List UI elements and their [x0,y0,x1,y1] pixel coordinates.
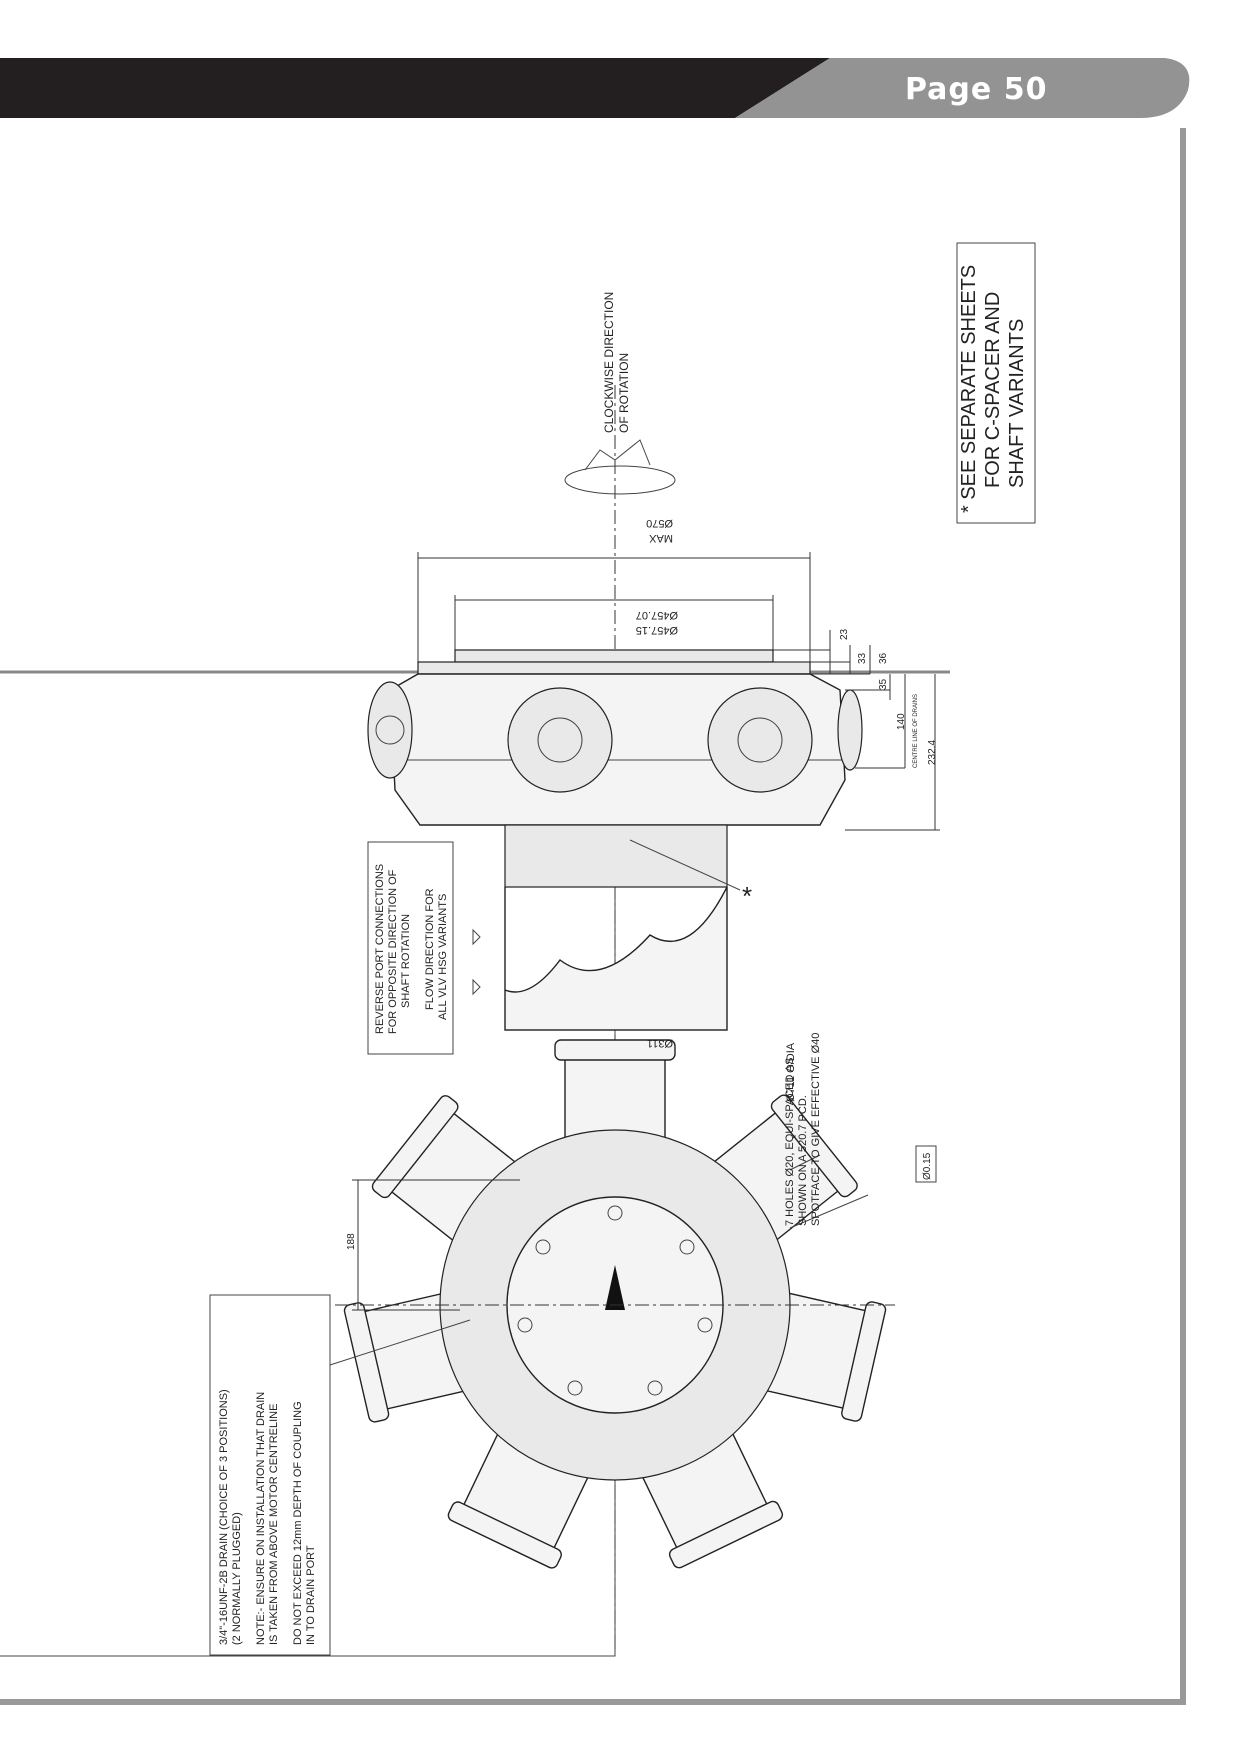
dim-33: 33 [857,652,868,664]
rotation-note: CLOCKWISE DIRECTION OF ROTATION [602,288,631,433]
svg-text:REVERSE PORT CONNECTIONS: REVERSE PORT CONNECTIONS FOR OPPOSITE DI… [374,861,412,1034]
svg-text:CLOCKWISE DIRECTION OF R: CLOCKWISE DIRECTION OF ROTATION [602,288,631,433]
rotation-symbol [564,439,676,495]
dim-140: 140 [896,713,907,730]
svg-text:Ø457.07: Ø457.07 [636,609,678,621]
svg-text:FLOW DIRECTION FOR ALL V: FLOW DIRECTION FOR ALL VLV HSG VARIANTS [424,885,449,1020]
svg-text:Ø311: Ø311 [647,1037,673,1049]
dim-35: 35 [878,678,889,690]
see-separate-note: * SEE SEPARATE SHEETS FOR C-SPACER AND S… [958,259,1028,513]
svg-text:7 HOLES Ø20, EQUI-SPACED AS: 7 HOLES Ø20, EQUI-SPACED AS SHOWN ON A 5… [784,1033,822,1226]
drain-note-box [209,1294,331,1656]
end-view [335,1039,895,1569]
dim-36: 36 [878,652,889,664]
side-view [367,552,940,1031]
svg-text:* SEE SEPARATE SHEETS FO: * SEE SEPARATE SHEETS FOR C-SPACER AND S… [958,259,1028,513]
header-page-tab [735,58,1190,118]
reverse-port-note: REVERSE PORT CONNECTIONS FOR OPPOSITE DI… [374,861,412,1034]
svg-text:3/4"-16UNF-2B DRAIN (CHOICE OF: 3/4"-16UNF-2B DRAIN (CHOICE OF 3 POSITIO… [218,1386,317,1645]
dim-23: 23 [839,628,850,640]
svg-text:Ø457.15: Ø457.15 [636,624,678,636]
tolerance-label: Ø0.15 [922,1152,933,1180]
dim-570: Ø570 MAX [646,517,673,544]
dim-311: Ø311 [647,1037,673,1049]
drains-label: CENTRE LINE OF DRAINS [913,694,919,768]
drain-note: 3/4"-16UNF-2B DRAIN (CHOICE OF 3 POSITIO… [218,1386,317,1645]
flow-direction-note: FLOW DIRECTION FOR ALL VLV HSG VARIANTS [424,885,449,1020]
dim-457: Ø457.07 Ø457.15 [636,609,678,636]
see-separate-box [956,242,1036,524]
reverse-port-box [367,841,454,1055]
star-marker: * [742,881,752,911]
svg-text:Ø570: Ø570 [646,517,673,529]
svg-text:MAX: MAX [649,532,674,544]
holes-note: 7 HOLES Ø20, EQUI-SPACED AS SHOWN ON A 5… [784,1033,822,1226]
dim-232: 232.4 [927,740,938,765]
header-dark-bar [0,58,830,118]
page-number-label: Page 50 [905,72,1048,107]
dim-188: 188 [346,1233,357,1250]
od-label: Ø711 O/DIA [785,1042,797,1102]
